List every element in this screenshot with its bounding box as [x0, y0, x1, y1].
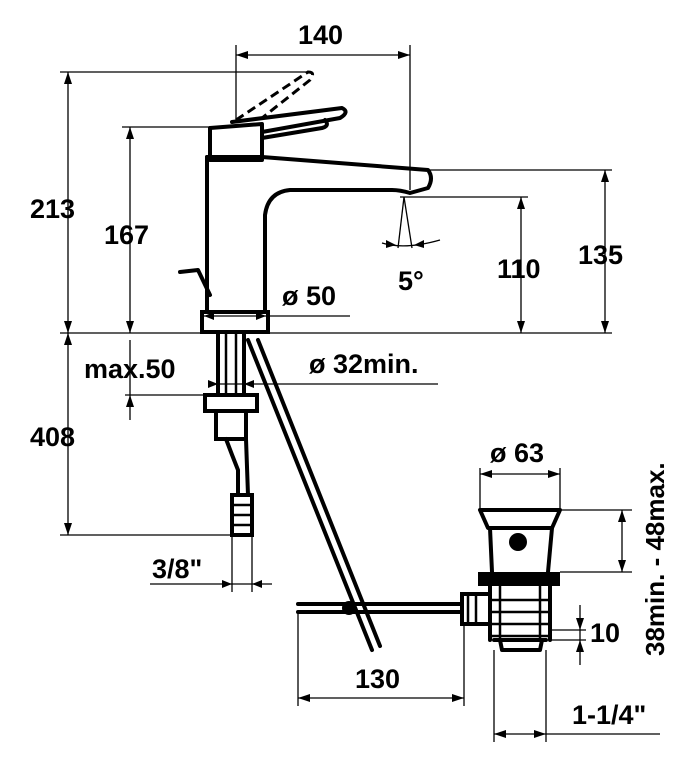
dimension-hole-diameter: ø 32min. [309, 349, 419, 379]
under-deck-assembly [203, 332, 466, 652]
dimension-spout-height: 135 [578, 240, 623, 270]
dimension-lever-height: 167 [104, 220, 149, 250]
dimension-total-height: 213 [30, 194, 75, 224]
drain-assembly [460, 508, 562, 652]
dimension-base-diameter: ø 50 [282, 281, 336, 311]
dimension-drain-offset: 10 [590, 618, 620, 648]
dimension-lines [60, 45, 660, 742]
dimension-rod-length: 130 [355, 664, 400, 694]
dimension-hose-length: 408 [30, 422, 75, 452]
dimension-drain-diameter: ø 63 [490, 438, 544, 468]
dimension-spray-angle: 5° [398, 266, 424, 296]
dimension-drain-thread: 1-1/4" [572, 700, 646, 730]
faucet-body [178, 70, 433, 334]
dimension-drain-depth: 38min. - 48max. [640, 462, 670, 656]
dimension-spout-clearance: 110 [497, 254, 541, 284]
dimension-hose-connection: 3/8" [152, 554, 202, 584]
dimension-spout-width: 140 [298, 20, 343, 50]
dimension-max-deck-thickness: max.50 [84, 354, 176, 384]
